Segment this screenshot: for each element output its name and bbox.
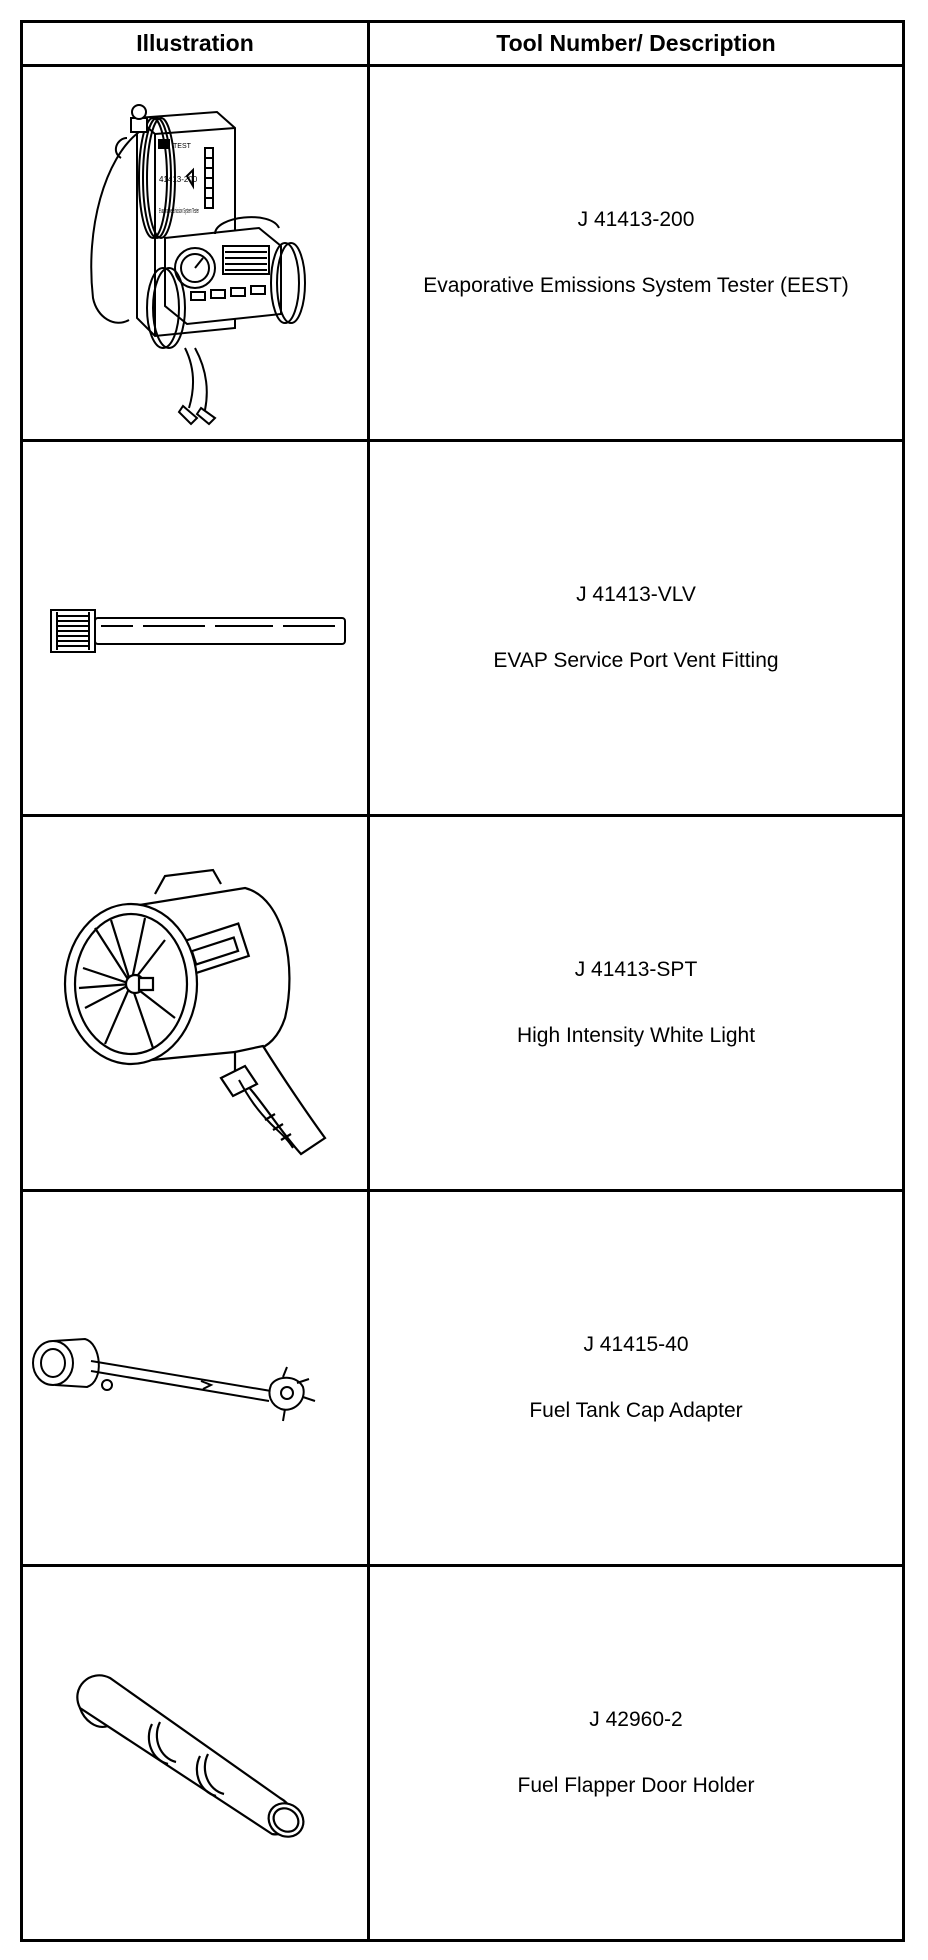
svg-text:TEST: TEST <box>173 143 192 150</box>
header-row: Illustration Tool Number/ Description <box>20 20 905 67</box>
tester-sublabel: Evaporative Emission System Tester <box>159 208 199 215</box>
flapper-holder-icon <box>40 1648 350 1858</box>
vent-fitting-icon <box>35 588 355 668</box>
tool-row: J 41415-40 Fuel Tank Cap Adapter <box>20 1189 905 1567</box>
illustration-cell <box>20 1189 370 1567</box>
illustration-cell: TEST 41413-200 Evaporative Emission Syst… <box>20 64 370 442</box>
description-cell: J 41413-200 Evaporative Emissions System… <box>367 64 905 442</box>
description-cell: J 42960-2 Fuel Flapper Door Holder <box>367 1564 905 1942</box>
tool-number: J 42960-2 <box>589 1708 683 1731</box>
tool-number: J 41413-SPT <box>574 958 698 981</box>
header-description: Tool Number/ Description <box>367 20 905 67</box>
evap-tester-icon: TEST 41413-200 Evaporative Emission Syst… <box>45 78 345 428</box>
description-cell: J 41415-40 Fuel Tank Cap Adapter <box>367 1189 905 1567</box>
white-light-icon <box>35 848 355 1158</box>
tool-name: Fuel Flapper Door Holder <box>517 1774 755 1797</box>
tool-row: J 42960-2 Fuel Flapper Door Holder <box>20 1564 905 1942</box>
tool-number: J 41415-40 <box>583 1333 689 1356</box>
tool-name: Fuel Tank Cap Adapter <box>529 1399 743 1422</box>
description-cell: J 41413-SPT High Intensity White Light <box>367 814 905 1192</box>
tool-number: J 41413-200 <box>577 208 695 231</box>
illustration-cell <box>20 814 370 1192</box>
tool-row: J 41413-SPT High Intensity White Light <box>20 814 905 1192</box>
tool-name: High Intensity White Light <box>516 1024 756 1047</box>
tool-number: J 41413-VLV <box>576 583 696 606</box>
tool-name: EVAP Service Port Vent Fitting <box>493 649 779 672</box>
illustration-cell <box>20 439 370 817</box>
tool-name: Evaporative Emissions System Tester (EES… <box>423 274 849 297</box>
tester-label: 41413-200 <box>159 175 198 184</box>
header-illustration: Illustration <box>20 20 370 67</box>
tool-row: TEST 41413-200 Evaporative Emission Syst… <box>20 64 905 442</box>
cap-adapter-icon <box>25 1323 365 1433</box>
description-cell: J 41413-VLV EVAP Service Port Vent Fitti… <box>367 439 905 817</box>
tool-row: J 41413-VLV EVAP Service Port Vent Fitti… <box>20 439 905 817</box>
illustration-cell <box>20 1564 370 1942</box>
special-tools-table: Illustration Tool Number/ Description TE… <box>20 20 905 1942</box>
